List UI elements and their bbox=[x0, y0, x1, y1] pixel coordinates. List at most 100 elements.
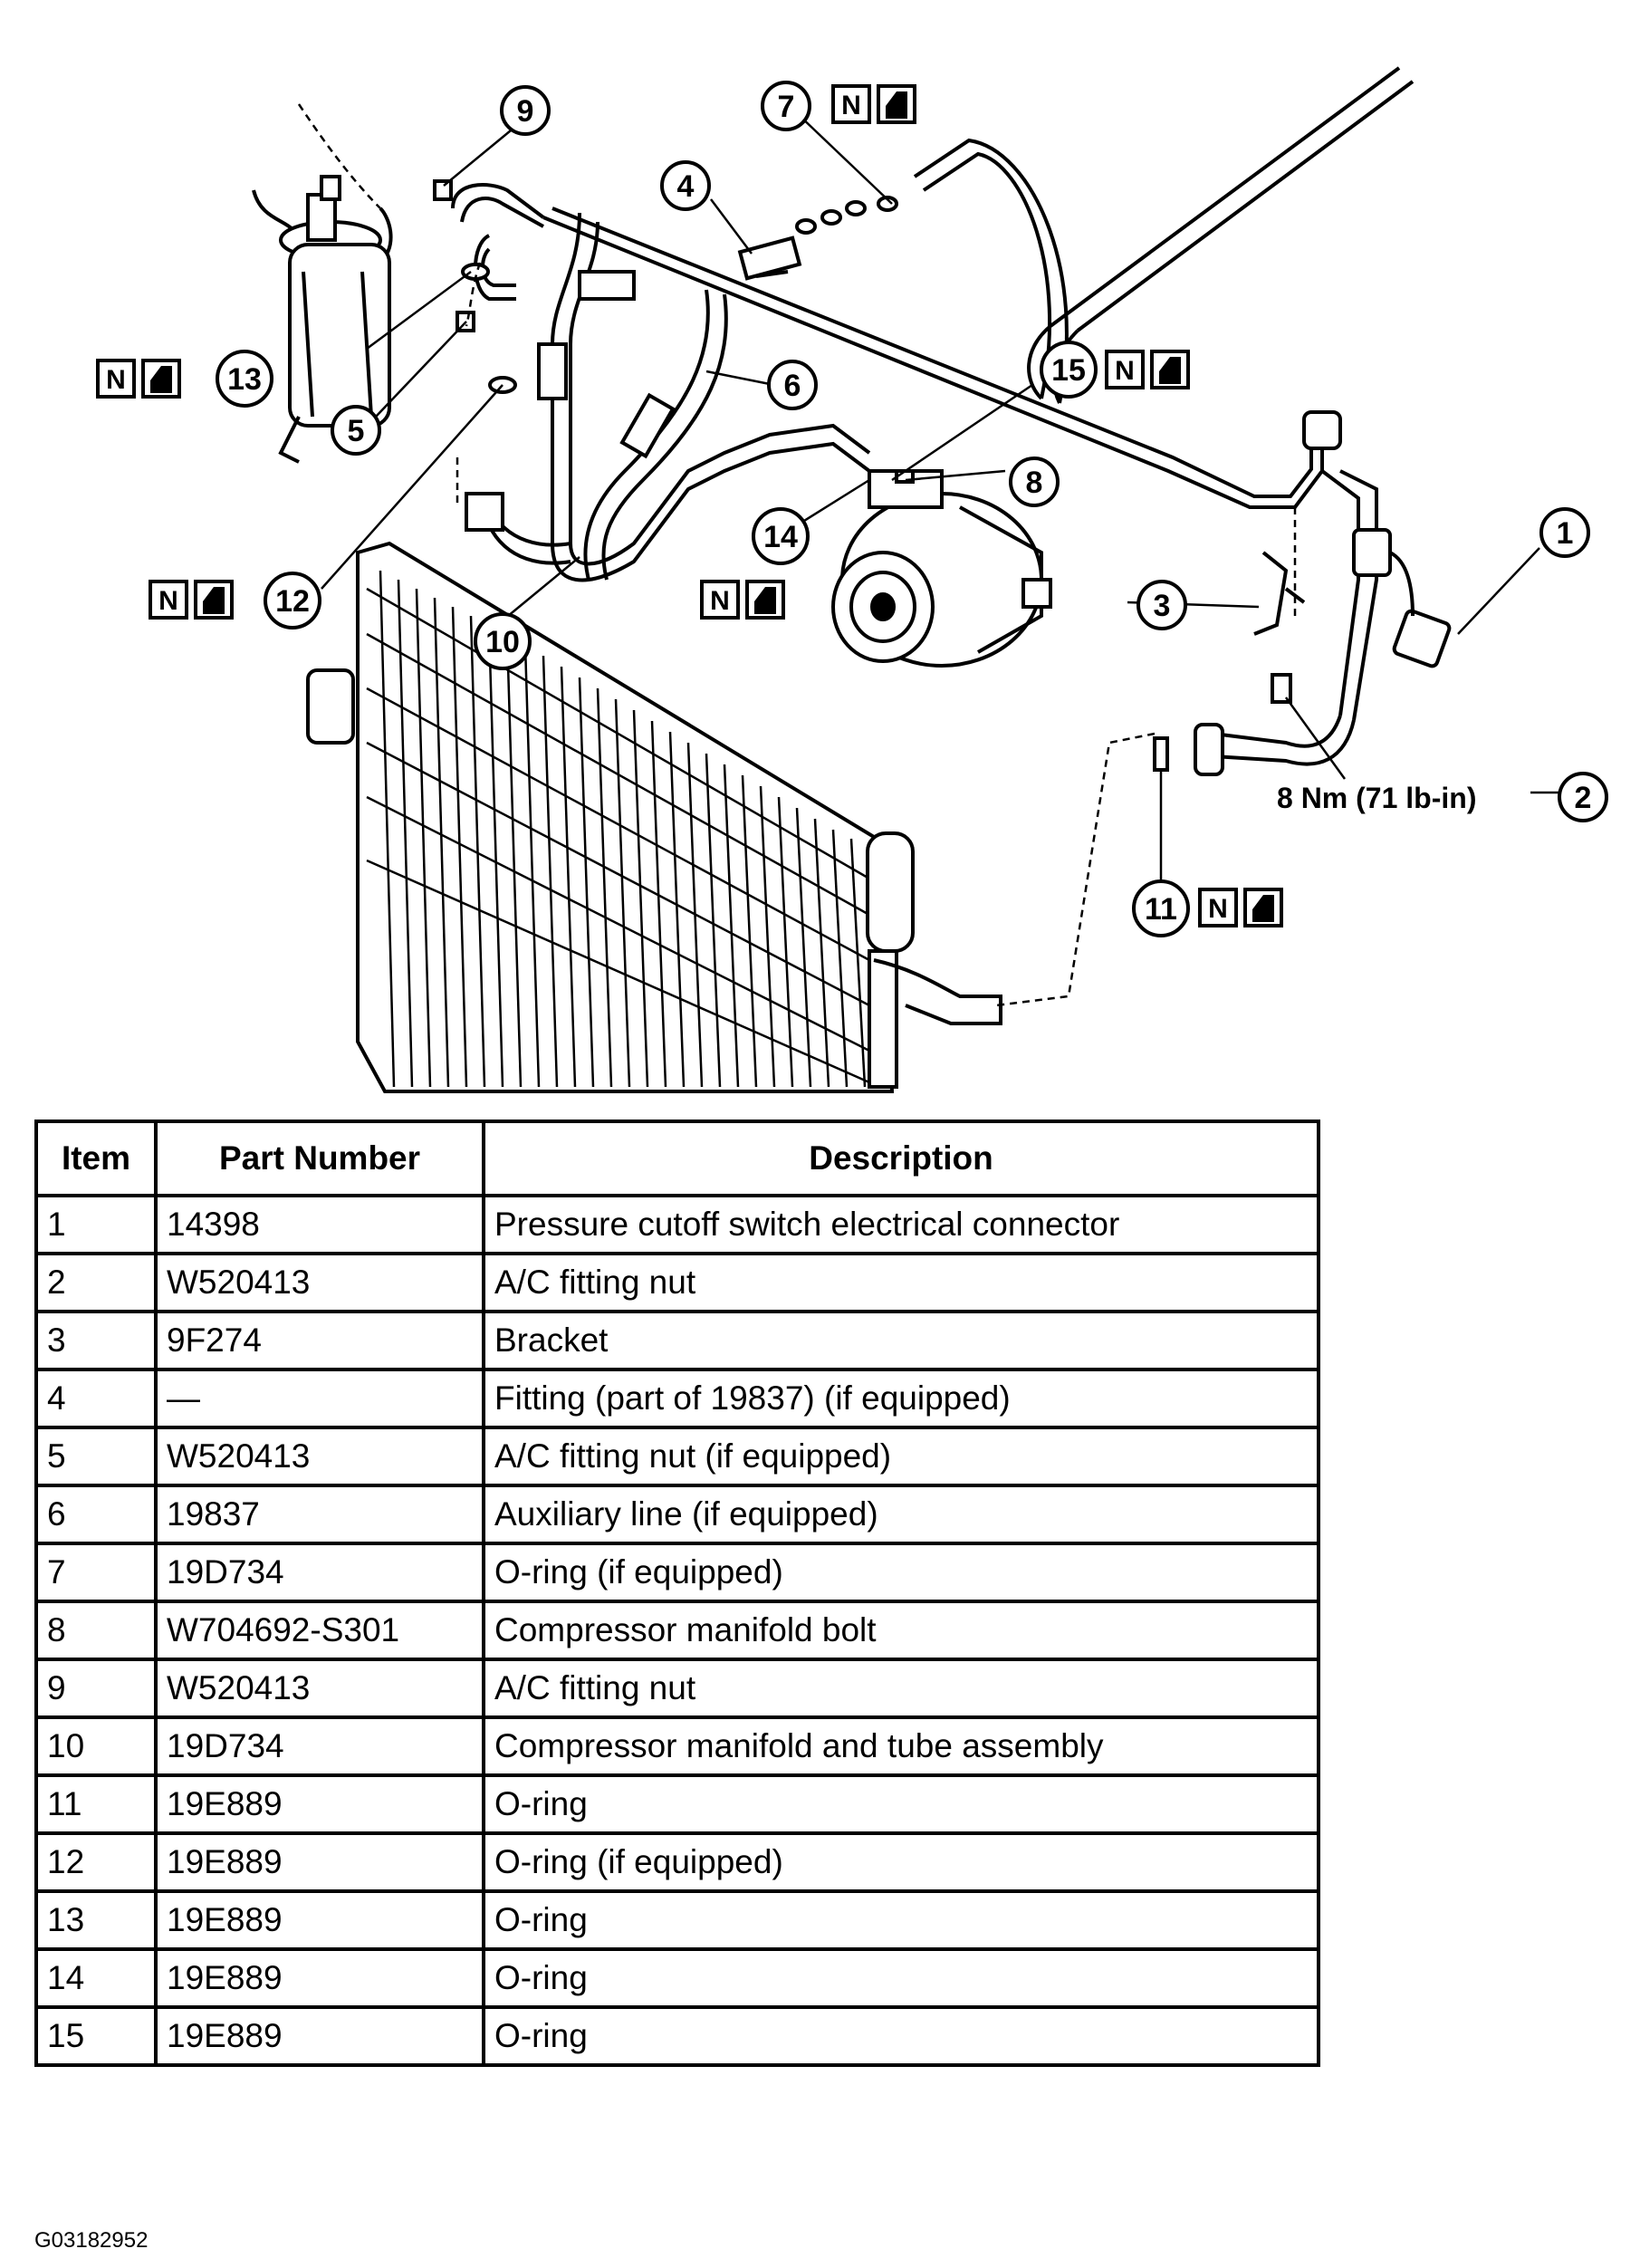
condenser-illustration bbox=[306, 541, 1002, 1093]
cell-item: 11 bbox=[34, 1773, 158, 1835]
cell-description: O-ring bbox=[482, 1889, 1320, 1951]
ac-system-diagram: 1 2 3 4 5 6 7 8 9 10 11 12 13 14 15 8 Nm… bbox=[96, 66, 1608, 1093]
lubricate-oil-can-icon bbox=[886, 91, 907, 119]
torque-spec-label: 8 Nm (71 lb-in) bbox=[1277, 782, 1476, 814]
svg-text:2: 2 bbox=[1575, 781, 1592, 815]
cell-part-number: W520413 bbox=[154, 1426, 485, 1487]
cell-part-number: W520413 bbox=[154, 1252, 485, 1313]
cell-item: 15 bbox=[34, 2005, 158, 2067]
callout-15: 15 bbox=[1040, 341, 1098, 399]
figure-id: G03182952 bbox=[34, 2228, 149, 2253]
cell-description: Compressor manifold and tube assembly bbox=[482, 1715, 1320, 1777]
svg-text:3: 3 bbox=[1154, 589, 1171, 623]
new-part-n-icon: N bbox=[841, 91, 861, 120]
callout-10: 10 bbox=[474, 612, 532, 670]
cell-description: A/C fitting nut bbox=[482, 1658, 1320, 1719]
new-part-n-icon: N bbox=[1208, 894, 1228, 924]
cell-item: 3 bbox=[34, 1310, 158, 1371]
cell-description: A/C fitting nut (if equipped) bbox=[482, 1426, 1320, 1487]
column-header-description: Description bbox=[482, 1120, 1320, 1197]
callout-14: 14 bbox=[752, 507, 810, 565]
cell-part-number: 19E889 bbox=[154, 1773, 485, 1835]
cell-item: 7 bbox=[34, 1542, 158, 1603]
cell-part-number: 19D734 bbox=[154, 1715, 485, 1777]
cell-item: 5 bbox=[34, 1426, 158, 1487]
pressure-switch-illustration bbox=[1153, 528, 1452, 772]
callout-6: 6 bbox=[767, 360, 818, 410]
refrigerant-lines bbox=[451, 66, 1415, 776]
cell-item: 14 bbox=[34, 1947, 158, 2009]
cell-description: O-ring bbox=[482, 1947, 1320, 2009]
leader-lines bbox=[297, 103, 1559, 1007]
cell-part-number: 19E889 bbox=[154, 1889, 485, 1951]
new-part-n-icon: N bbox=[710, 586, 730, 616]
new-part-n-icon: N bbox=[1115, 356, 1135, 386]
column-header-part-number: Part Number bbox=[154, 1120, 485, 1197]
lubricate-oil-can-icon bbox=[1159, 357, 1181, 384]
callout-1: 1 bbox=[1539, 507, 1590, 558]
cell-description: O-ring bbox=[482, 2005, 1320, 2067]
svg-text:10: 10 bbox=[485, 625, 520, 659]
cell-part-number: W704692-S301 bbox=[154, 1600, 485, 1661]
cell-part-number: 19E889 bbox=[154, 1831, 485, 1893]
cell-description: O-ring bbox=[482, 1773, 1320, 1835]
svg-text:12: 12 bbox=[275, 584, 310, 619]
cell-part-number: 14398 bbox=[154, 1194, 485, 1255]
svg-text:8: 8 bbox=[1026, 466, 1043, 500]
svg-text:9: 9 bbox=[517, 94, 534, 129]
callout-5: 5 bbox=[331, 405, 381, 456]
cell-item: 8 bbox=[34, 1600, 158, 1661]
cell-part-number: — bbox=[154, 1368, 485, 1429]
svg-text:11: 11 bbox=[1145, 892, 1177, 927]
compressor-illustration bbox=[831, 469, 1052, 668]
lubricate-oil-can-icon bbox=[203, 587, 225, 614]
svg-text:6: 6 bbox=[784, 369, 801, 403]
accumulator-illustration bbox=[252, 175, 393, 464]
cell-item: 1 bbox=[34, 1194, 158, 1255]
callout-8: 8 bbox=[1009, 456, 1060, 507]
cell-description: O-ring (if equipped) bbox=[482, 1831, 1320, 1893]
lubricate-oil-can-icon bbox=[754, 587, 776, 614]
cell-description: Auxiliary line (if equipped) bbox=[482, 1484, 1320, 1545]
callout-13: 13 bbox=[216, 350, 273, 408]
new-part-n-icon: N bbox=[106, 365, 126, 395]
lubricate-oil-can-icon bbox=[150, 366, 172, 393]
cell-description: Fitting (part of 19837) (if equipped) bbox=[482, 1368, 1320, 1429]
table-row: 4—Fitting (part of 19837) (if equipped) bbox=[34, 1368, 1320, 1429]
new-part-n-icon: N bbox=[158, 586, 178, 616]
cell-item: 9 bbox=[34, 1658, 158, 1719]
callouts: 1 2 3 4 5 6 7 8 9 10 11 12 13 14 15 bbox=[216, 81, 1608, 937]
svg-text:14: 14 bbox=[763, 520, 798, 554]
table-header-row: Item Part Number Description bbox=[34, 1120, 1320, 1197]
cell-description: Pressure cutoff switch electrical connec… bbox=[482, 1194, 1320, 1255]
cell-item: 12 bbox=[34, 1831, 158, 1893]
cell-part-number: 19837 bbox=[154, 1484, 485, 1545]
cell-description: A/C fitting nut bbox=[482, 1252, 1320, 1313]
svg-text:13: 13 bbox=[227, 362, 262, 397]
cell-part-number: 19E889 bbox=[154, 2005, 485, 2067]
cell-item: 2 bbox=[34, 1252, 158, 1313]
cell-description: O-ring (if equipped) bbox=[482, 1542, 1320, 1603]
cell-part-number: 19E889 bbox=[154, 1947, 485, 2009]
lubricate-oil-can-icon bbox=[1252, 895, 1274, 922]
callout-7: 7 bbox=[761, 81, 811, 131]
cell-item: 4 bbox=[34, 1368, 158, 1429]
callout-4: 4 bbox=[660, 160, 711, 211]
column-header-item: Item bbox=[34, 1120, 158, 1197]
fittings-and-o-rings bbox=[433, 179, 915, 484]
cell-part-number: 19D734 bbox=[154, 1542, 485, 1603]
svg-text:1: 1 bbox=[1557, 516, 1574, 551]
cell-item: 6 bbox=[34, 1484, 158, 1545]
